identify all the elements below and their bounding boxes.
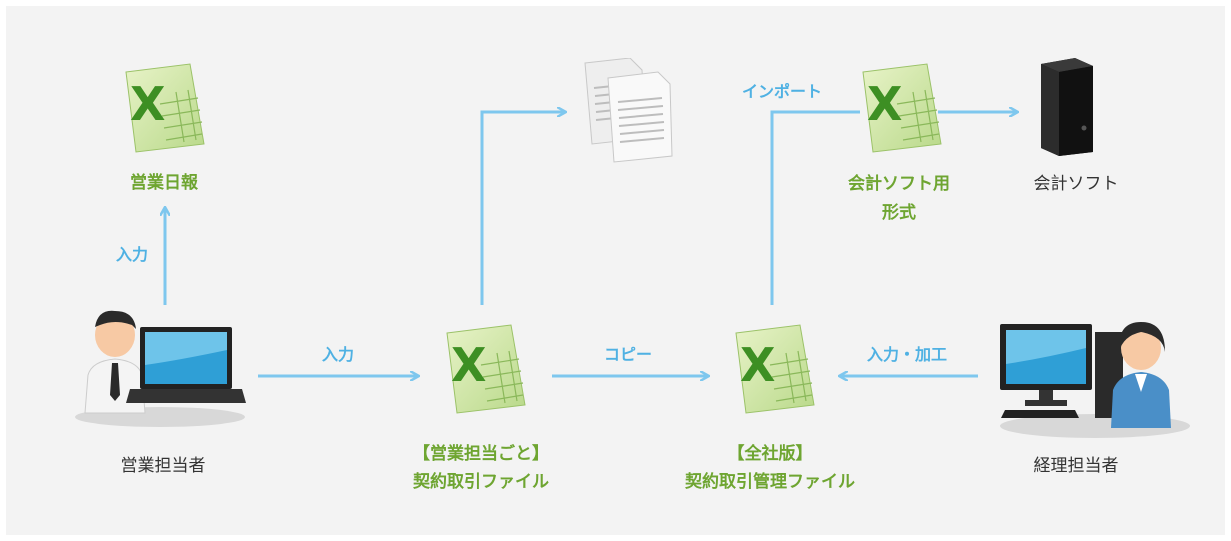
sales-rep-label: 営業担当者 — [120, 456, 206, 476]
sales-rep-node — [70, 305, 250, 434]
accounting-software-node — [1035, 56, 1099, 162]
excel-file-icon: X — [446, 324, 526, 414]
accountant-node — [995, 318, 1195, 447]
accounting-format-label-1: 会計ソフト用 — [848, 174, 950, 194]
accounting-format-node: X — [857, 62, 945, 158]
documents-icon — [584, 57, 673, 163]
svg-text:X: X — [867, 77, 902, 131]
per-rep-file-label-1: 【営業担当ごと】 — [413, 444, 549, 464]
company-file-label-2: 契約取引管理ファイル — [685, 472, 855, 492]
documents-node — [580, 57, 675, 167]
edge-label-copy: コピー — [603, 345, 653, 364]
accountant-desktop-icon — [1000, 322, 1190, 438]
company-file-label-1: 【全社版】 — [727, 444, 813, 464]
salesperson-laptop-icon — [75, 310, 246, 427]
edge-label-input-process: 入力・加工 — [866, 345, 948, 364]
svg-text:X: X — [740, 338, 775, 392]
daily-report-label: 営業日報 — [130, 173, 198, 193]
per-rep-file-label-2: 契約取引ファイル — [413, 472, 549, 492]
excel-file-icon: X — [735, 324, 815, 414]
svg-text:X: X — [451, 338, 486, 392]
accounting-format-label-2: 形式 — [882, 203, 916, 223]
server-tower-icon — [1041, 58, 1093, 156]
svg-text:X: X — [130, 77, 165, 131]
accountant-label: 経理担当者 — [1033, 456, 1119, 476]
accounting-software-label: 会計ソフト — [1033, 174, 1119, 194]
arrow-file-to-documents — [480, 112, 565, 305]
daily-report-node: X — [120, 62, 208, 158]
company-file-node: X — [730, 323, 818, 419]
edge-label-import: インポート — [741, 82, 823, 101]
arrow-company-to-accounting-format — [770, 110, 860, 305]
excel-file-icon: X — [862, 63, 942, 153]
edge-label-input-daily: 入力 — [115, 245, 149, 264]
per-rep-file-node: X — [441, 323, 529, 419]
excel-file-icon: X — [125, 63, 205, 153]
edge-label-input-file: 入力 — [321, 345, 355, 364]
